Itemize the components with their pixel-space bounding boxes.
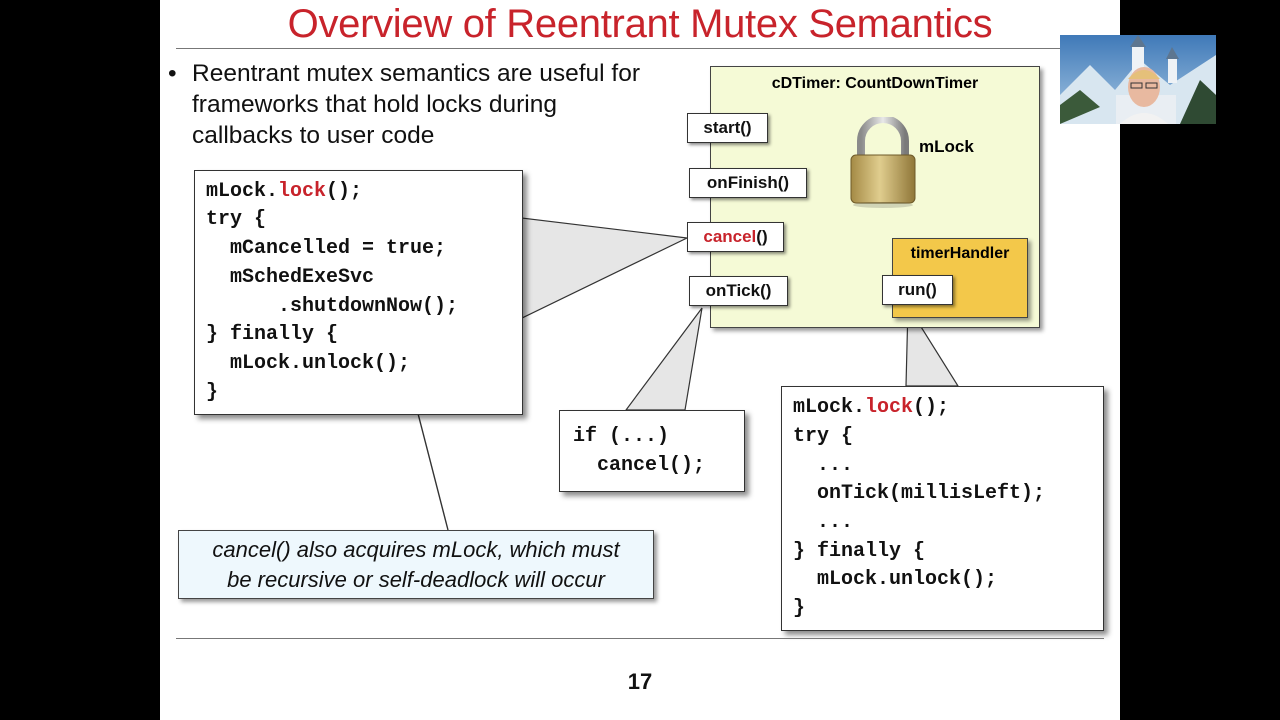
code-line: } finally { [206,323,339,346]
callout-connectors [413,217,960,531]
bullet-marker: • [168,60,177,87]
code-line: onTick(millisLeft); [793,482,1046,505]
note-connector [413,397,449,531]
ontick-callout [624,307,703,411]
code-line: mLock.lock(); [793,396,950,419]
run-code-box: mLock.lock(); try { ... onTick(millisLef… [781,386,1104,631]
code-line: mCancelled = true; [206,237,447,260]
footer-rule [176,638,1104,639]
code-line: mLock.lock(); [206,180,363,203]
ontick-code-box: if (...) cancel(); [559,410,745,492]
code-line: .shutdownNow(); [206,295,459,318]
code-line: try { [206,208,267,231]
note-line: cancel() also acquires mLock, which must [212,537,620,562]
callout-note: cancel() also acquires mLock, which must… [178,530,654,599]
bullet-text: Reentrant mutex semantics are useful for… [192,60,641,149]
webcam-image [1060,35,1216,124]
title-rule [176,48,1104,49]
timer-handler-title: timerHandler [910,245,1010,262]
code-line: if (...) [573,425,670,448]
presenter-webcam [1060,35,1216,124]
code-line: } [206,381,219,404]
code-line: } finally { [793,540,926,563]
onfinish-method[interactable]: onFinish() [689,168,807,198]
code-line: mSchedExeSvc [206,266,375,289]
ontick-method[interactable]: onTick() [689,276,788,306]
note-line: be recursive or self-deadlock will occur [227,567,605,592]
timer-title: cDTimer: CountDownTimer [771,75,979,92]
cancel-code-box: mLock.lock(); try { mCancelled = true; m… [194,170,523,415]
code-line: ... [793,454,854,477]
code-line: try { [793,425,854,448]
cancel-callout [521,217,690,319]
page-title: Overview of Reentrant Mutex Semantics [287,2,993,46]
code-line: mLock.unlock(); [793,568,998,591]
slide: Overview of Reentrant Mutex Semantics • … [160,0,1120,720]
lock-label: mLock [919,137,974,156]
padlock-icon [850,117,916,208]
code-line: cancel(); [573,454,706,477]
start-method[interactable]: start() [687,113,768,143]
run-method[interactable]: run() [882,275,953,305]
cancel-method[interactable]: cancel() [687,222,784,252]
page-number: 17 [627,669,653,694]
code-line: mLock.unlock(); [206,352,411,375]
code-line: } [793,597,806,620]
code-line: ... [793,511,854,534]
